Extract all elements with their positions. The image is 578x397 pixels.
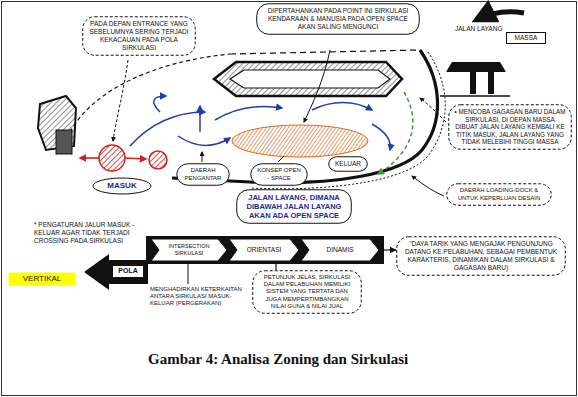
pattern-band: [146, 236, 384, 264]
leader-lines: [113, 50, 446, 196]
site-outline: [70, 50, 445, 189]
exit-bubble: KELUAR: [328, 156, 368, 172]
connector: [275, 262, 276, 270]
mass-box: MASSA: [506, 32, 546, 44]
node-text: INTERSECTION SIRKULASI: [162, 243, 216, 256]
figure-caption: Gambar 4: Analisa Zoning dan Sirkulasi: [148, 350, 408, 368]
node-text: KONSEP OPEN - SPACE: [256, 167, 302, 181]
node-text: POLA: [115, 267, 141, 275]
node-text: DINAMIS: [312, 246, 368, 254]
chevron-step-shape: [229, 239, 299, 261]
chevron-step: ORIENTASI: [228, 238, 300, 262]
note-cloud-shape: [83, 17, 196, 56]
note-cloud: • MENCOBA GAGASAN BARU DALAM SIRKULASI, …: [448, 104, 572, 150]
chevron-step-shape: [151, 239, 227, 261]
node-text: DAERAH PENGANTAR: [182, 167, 224, 181]
note-cloud: DIPERTAHANKAN PADA POINT INI SIRKULASI K…: [256, 3, 420, 35]
entrance-circles: [80, 145, 167, 171]
node-text: PADA DEPAN ENTRANCE YANG SEBELUMNYA SERI…: [88, 20, 190, 51]
note-cloud-shape: [257, 4, 420, 35]
note-cloud-shape: [397, 237, 566, 276]
note-cloud: DAERAH LOADING-DOCK & UNTUK KEPERLUAN DE…: [446, 183, 552, 206]
exit-bubble-shape: [329, 157, 368, 172]
note-cloud-shape: [447, 184, 552, 206]
chevron-step-shape: [301, 239, 379, 261]
note-text: * PENGATURAN JALUR MASUK - KELUAR AGAR T…: [34, 221, 144, 244]
road-label: JALAN LAYANG: [455, 25, 515, 33]
node-text: MASSA: [509, 34, 543, 42]
node-text: VERTIKAL: [11, 274, 73, 284]
label-box: VERTIKAL: [8, 272, 76, 286]
overpass-bubble: JALAN LAYANG, DIMANA DIBAWAH JALAN LAYAN…: [236, 189, 352, 224]
entry-oval: MASUK: [92, 177, 152, 195]
node-text: DIPERTAHANKAN PADA POINT INI SIRKULASI K…: [262, 7, 414, 30]
leader-line: [188, 262, 189, 284]
node-text: JALAN LAYANG, DIMANA DIBAWAH JALAN LAYAN…: [242, 193, 346, 220]
note-cloud-shape: [253, 271, 362, 314]
zone-bubble: DAERAH PENGANTAR: [176, 163, 230, 186]
central-building: [214, 62, 402, 96]
node-text: PETUNJUK JELAS, SIRKULASI DALAM PELABUHA…: [258, 274, 356, 310]
open-space-zone: [232, 125, 368, 157]
note-cloud: PETUNJUK JELAS, SIRKULASI DALAM PELABUHA…: [252, 270, 362, 314]
entry-oval-shape: [93, 178, 151, 194]
connector: [380, 249, 396, 250]
left-building: [38, 96, 76, 154]
overpass-route: [378, 92, 413, 174]
zone-bubble-shape: [177, 164, 230, 186]
pola-arrow: [84, 254, 148, 290]
circulation-arrows: [130, 96, 390, 150]
node-text: • MENCOBA GAGASAN BARU DALAM SIRKULASI, …: [454, 108, 566, 146]
overpass-bubble-shape: [237, 190, 352, 224]
note-cloud-shape: [449, 105, 572, 150]
zone-bubble-shape: [251, 164, 308, 186]
mass-box-shape: [507, 33, 546, 44]
node-text: ORIENTASI: [240, 246, 288, 254]
chevron-step: DINAMIS: [300, 238, 380, 262]
note-cloud: PADA DEPAN ENTRANCE YANG SEBELUMNYA SERI…: [82, 16, 196, 56]
node-text: DAERAH LOADING-DOCK & UNTUK KEPERLUAN DE…: [452, 187, 546, 201]
note-text: MENGHADIRKAN KETERKAITAN ANTARA SIRKULAS…: [150, 286, 250, 308]
pattern-tag-shape: [113, 266, 144, 278]
node-text: KELUAR: [334, 160, 362, 168]
zone-bubble: KONSEP OPEN - SPACE: [250, 163, 308, 186]
pattern-tag: POLA: [112, 265, 144, 278]
label-box-shape: [9, 273, 76, 286]
chevron-step: INTERSECTION SIRKULASI: [150, 238, 228, 262]
overpass-symbol: [440, 12, 524, 96]
node-text: MASUK: [100, 181, 144, 191]
note-cloud: "DAYA TARIK YANG MENGAJAK PENGUNJUNG DAT…: [396, 236, 566, 276]
node-text: "DAYA TARIK YANG MENGAJAK PENGUNJUNG DAT…: [402, 240, 560, 271]
